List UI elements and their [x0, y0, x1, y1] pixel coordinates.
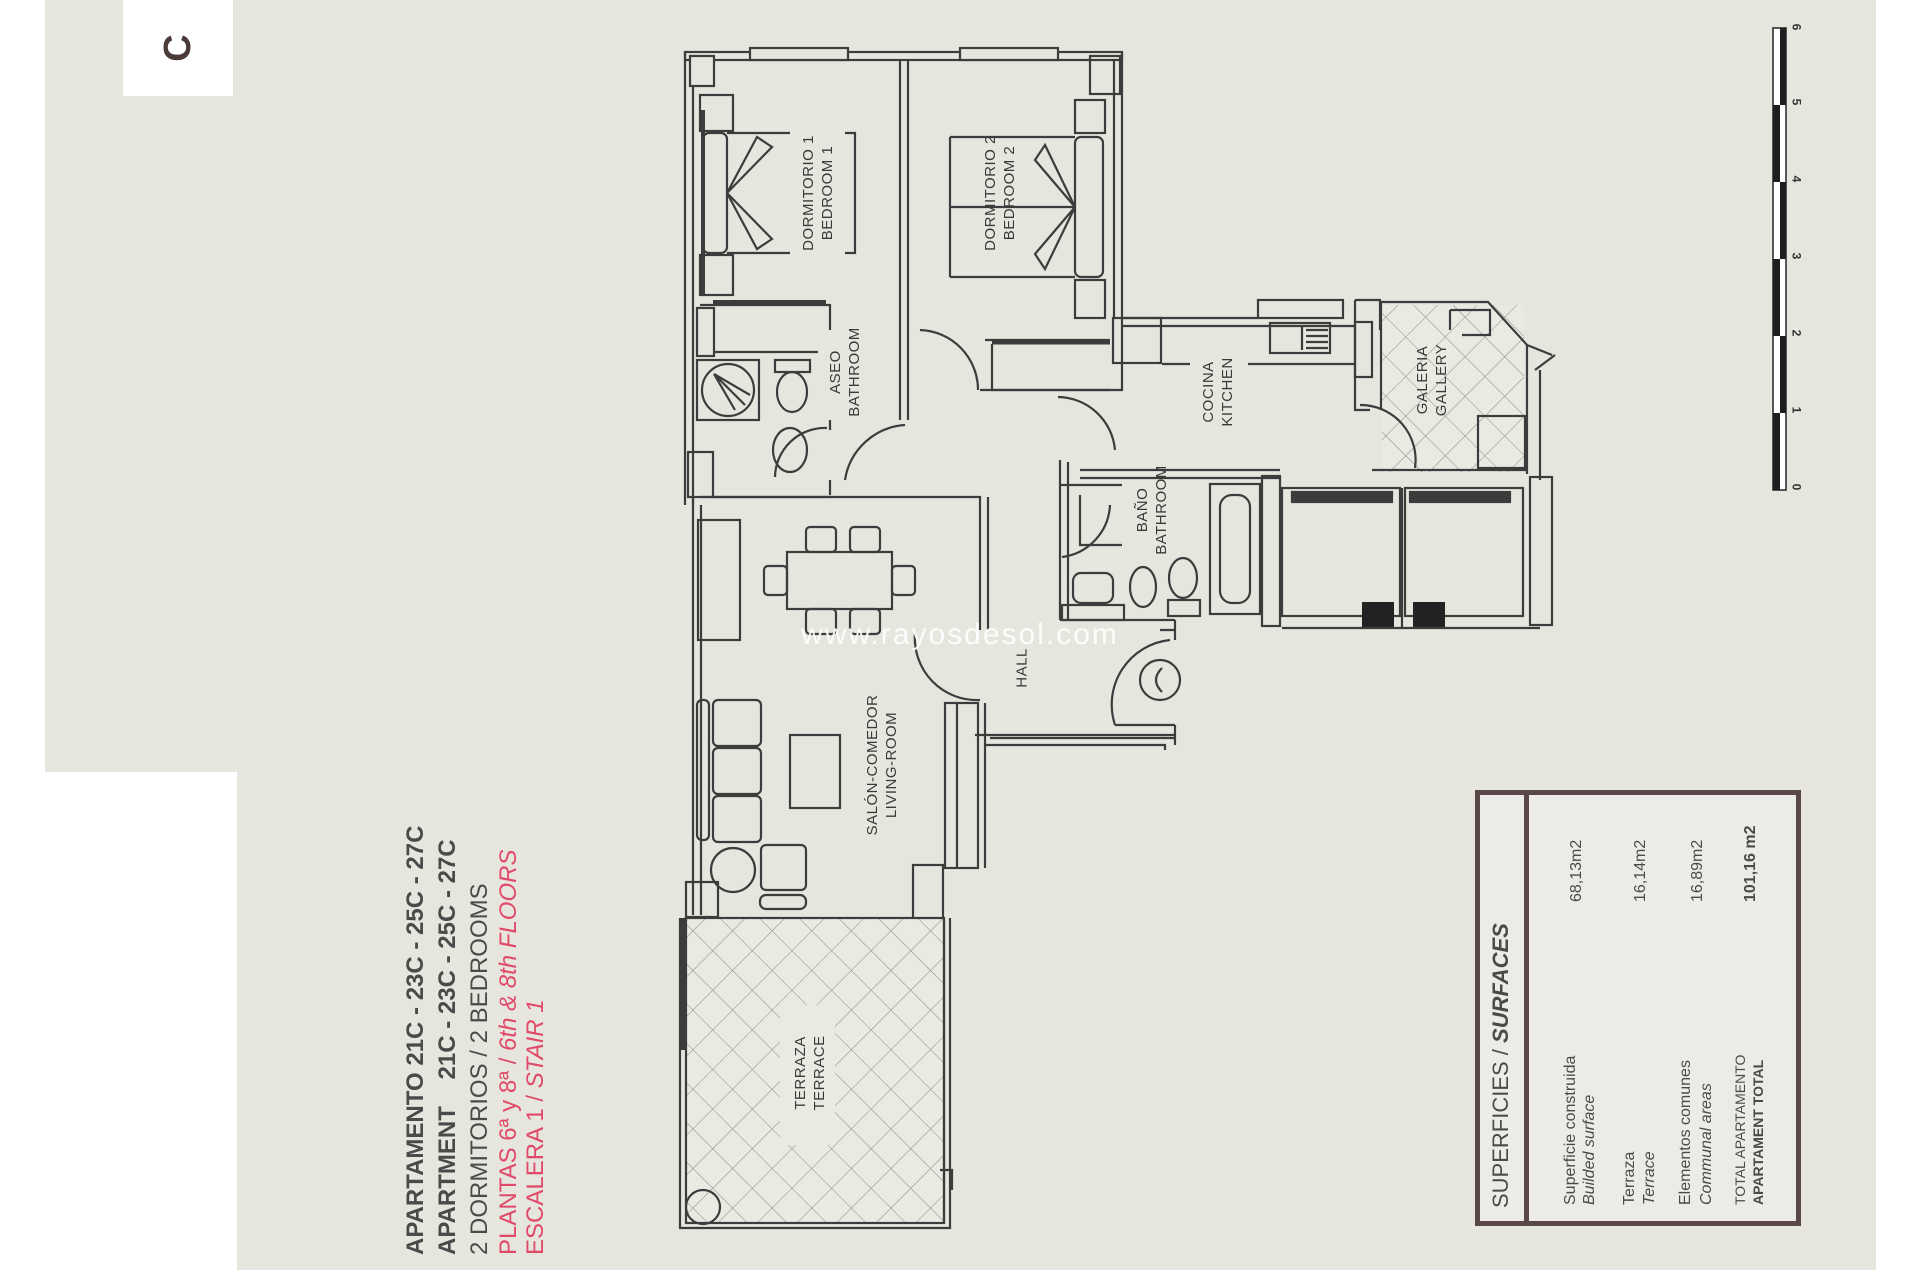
surface-label-en: Communal areas — [1698, 1083, 1715, 1205]
surface-label-en: Builded surface — [1581, 1094, 1598, 1205]
title-line-5: ESCALERA 1 / STAIR 1 — [522, 999, 549, 1255]
surface-value: 68,13m2 — [1568, 839, 1585, 902]
surface-total-label-es: TOTAL APARTAMENTO — [1732, 1054, 1748, 1205]
title-line-4: PLANTAS 6ª y 8ª / 6th & 8th FLOORS — [495, 849, 522, 1255]
surface-total-label-en: APARTAMENT TOTAL — [1750, 1059, 1766, 1205]
wall-right-bedroom2 — [1112, 52, 1124, 318]
scale-label-3: 3 — [1789, 252, 1804, 260]
surface-value: 16,14m2 — [1632, 839, 1649, 902]
block-letter-box: C — [123, 0, 233, 96]
surface-label-es: Terraza — [1621, 1151, 1638, 1205]
surface-value: 16,89m2 — [1689, 839, 1706, 902]
scale-label-6: 6 — [1789, 23, 1804, 31]
surface-total-value: 101,16 m2 — [1742, 825, 1759, 902]
scale-label-1: 1 — [1789, 406, 1804, 414]
watermark: www.rayosdesol.com — [801, 618, 1119, 651]
scale-label-2: 2 — [1789, 329, 1804, 337]
room-label-hall: HALL — [1013, 648, 1031, 688]
scale-label-5: 5 — [1789, 98, 1804, 106]
surface-label-es: Elementos comunes — [1677, 1060, 1694, 1205]
scale-label-0: 0 — [1789, 483, 1804, 491]
surface-label-es: Superficie construida — [1562, 1055, 1579, 1205]
surfaces-table: SUPERFICIES / SURFACES Superficie constr… — [1475, 790, 1801, 1226]
surfaces-heading: SUPERFICIES / SURFACES — [1488, 923, 1513, 1208]
title-line-1: APARTAMENTO 21C - 23C - 25C - 27C — [402, 825, 429, 1255]
scale-label-4: 4 — [1789, 175, 1804, 183]
surfaces-table-header: SUPERFICIES / SURFACES — [1480, 795, 1529, 1221]
sheet-background-top — [45, 0, 1876, 772]
surface-label-en: Terrace — [1641, 1151, 1658, 1205]
title-line-2: APARTMENT 21C - 23C - 25C - 27C — [434, 839, 461, 1255]
title-line-3: 2 DORMITORIOS / 2 BEDROOMS — [466, 883, 493, 1255]
wall-left-upper — [683, 52, 695, 505]
